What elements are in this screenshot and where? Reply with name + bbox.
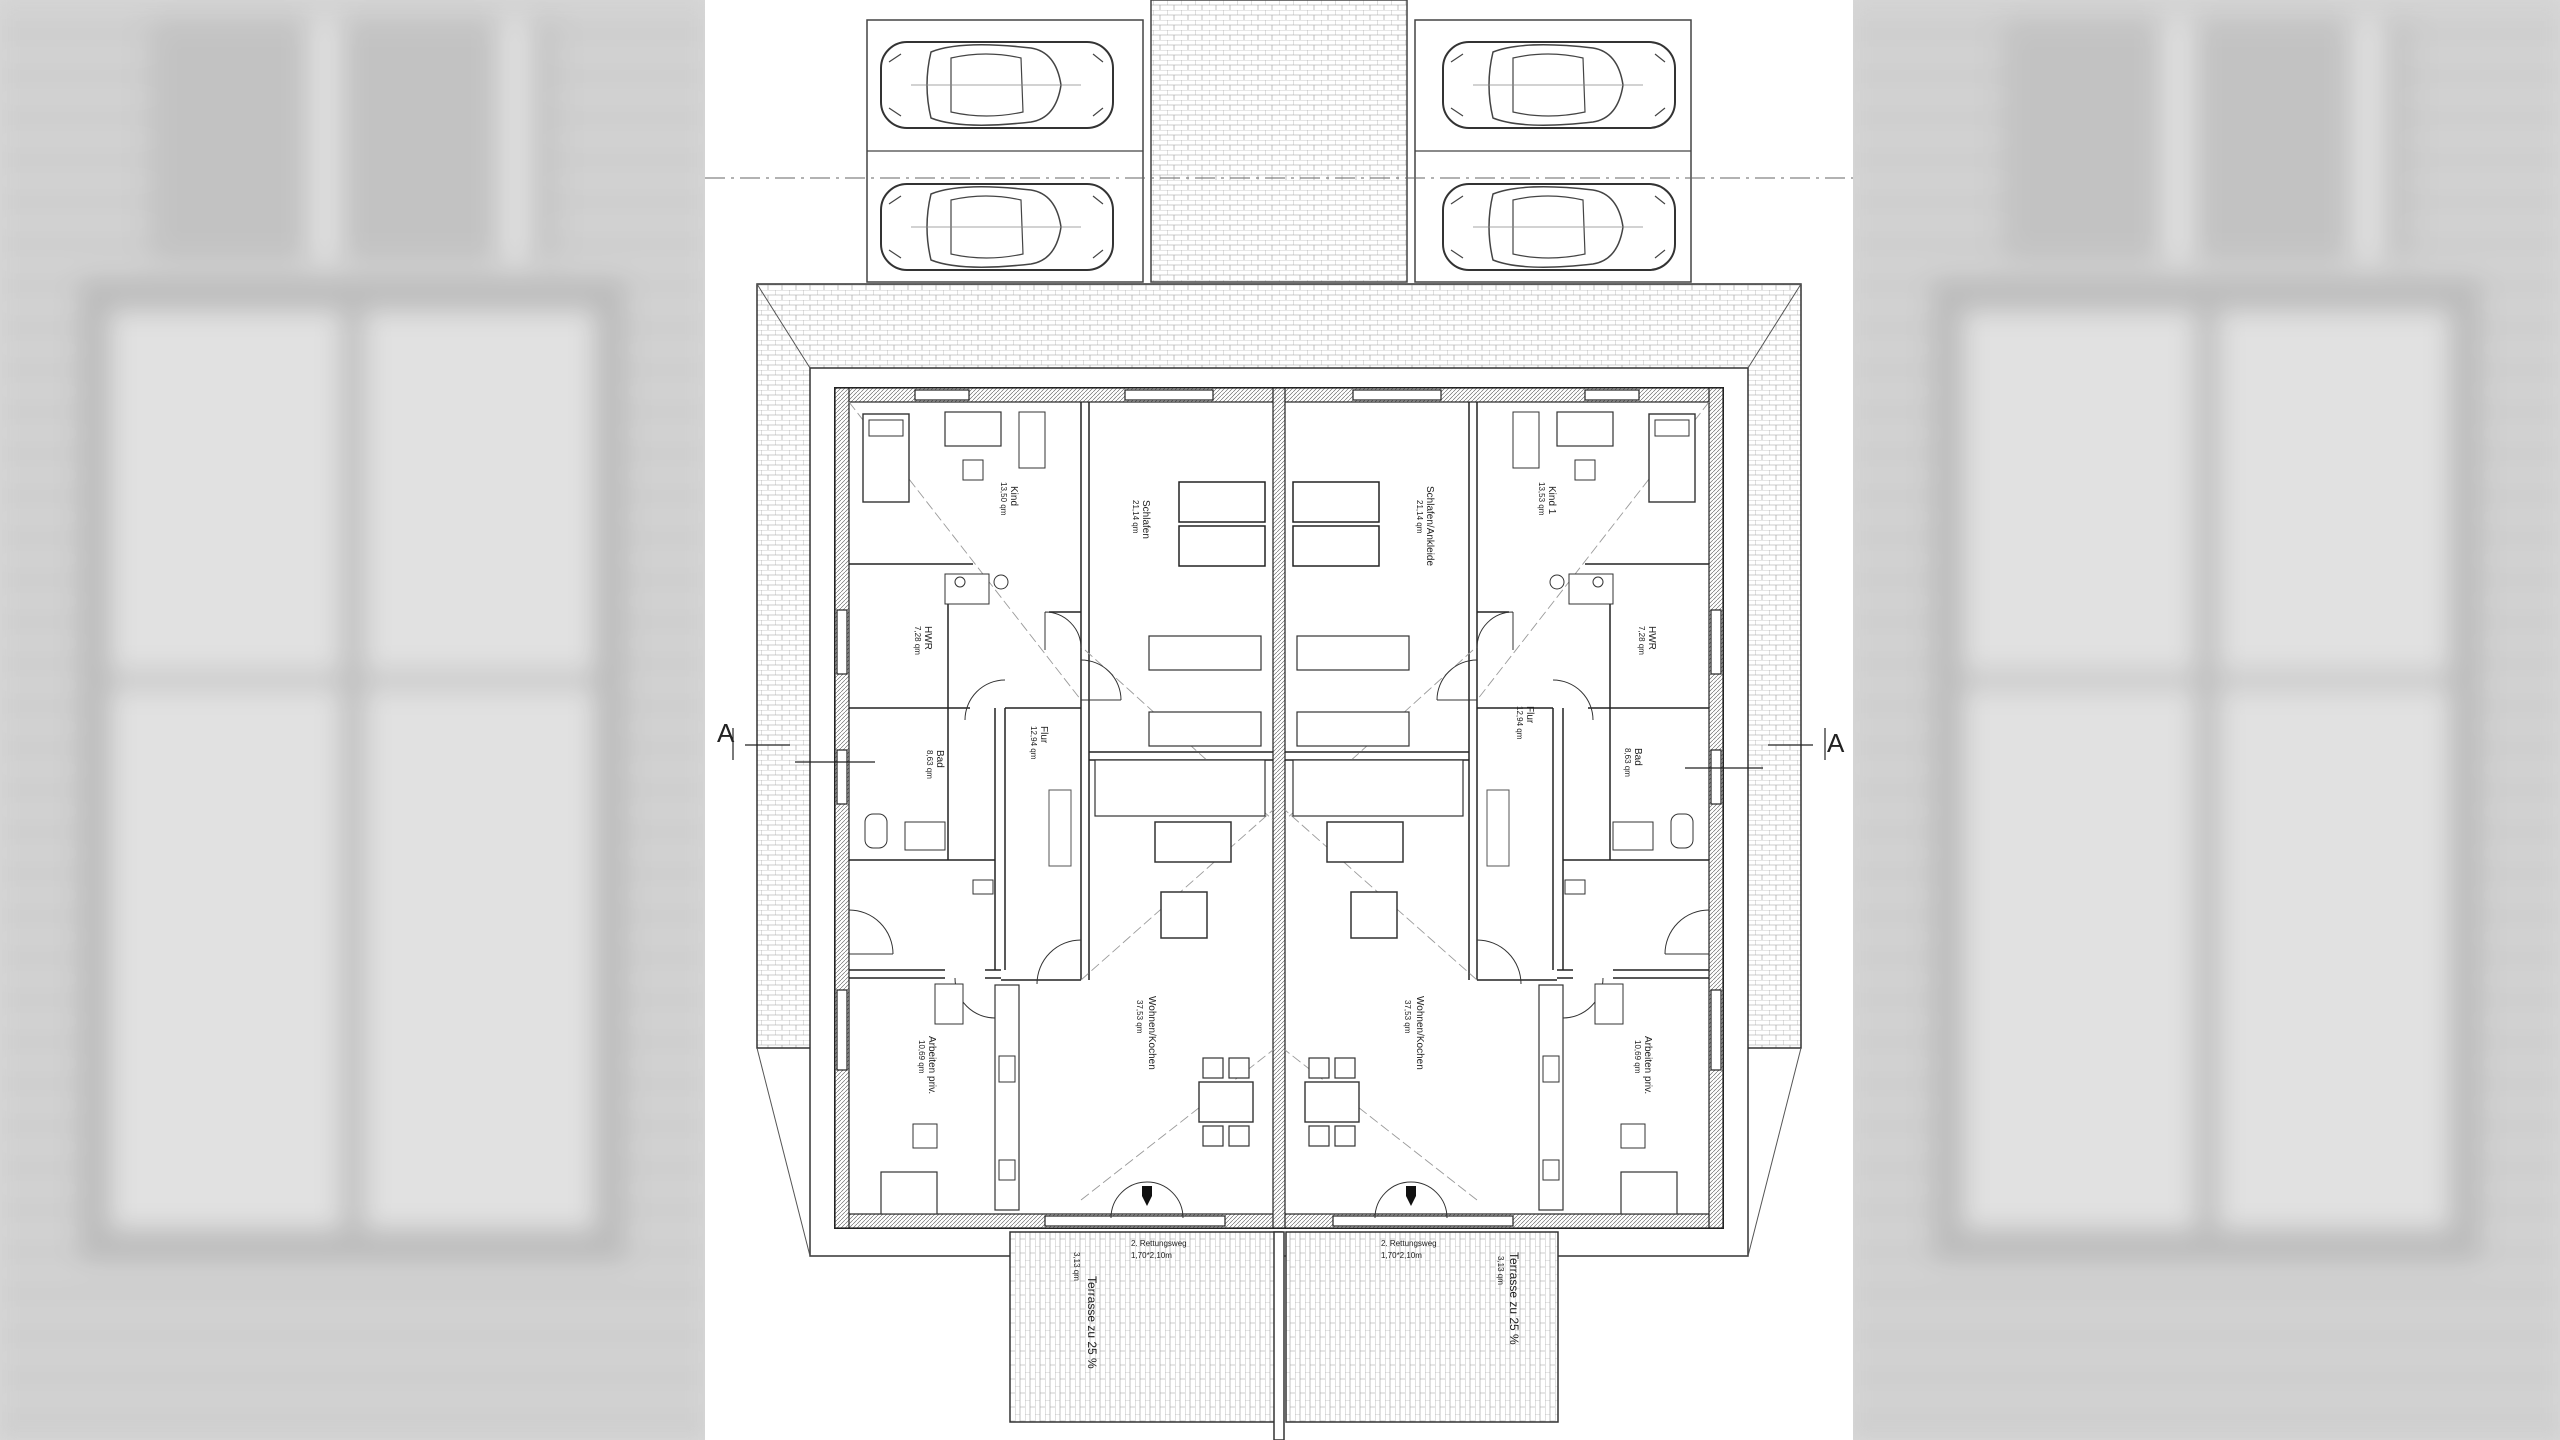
room-area: 7,28 qm [1637, 626, 1646, 655]
terrace-area: 3,13 qm [1072, 1252, 1081, 1281]
furniture-left [862, 411, 1266, 1215]
room-area: 13,50 qm [999, 482, 1008, 516]
table-icon [1154, 821, 1232, 863]
terrace-label: Terrasse zu 25 % [1507, 1252, 1521, 1345]
blurred-background-right [1853, 0, 2560, 1440]
bed-icon [1648, 413, 1696, 503]
floor-plan: A A Kind 13,50 qm Schlafen 21,14 qm HWR … [705, 0, 1853, 1440]
outer-walls [834, 387, 1724, 1229]
room-area: 7,28 qm [913, 626, 922, 655]
room-area: 21,14 qm [1415, 500, 1424, 534]
room-area: 12,94 qm [1515, 706, 1524, 740]
section-mark-left: A [717, 718, 735, 748]
sink-icon [954, 576, 966, 588]
bed-icon [862, 413, 910, 503]
room-area: 37,53 qm [1403, 1000, 1412, 1034]
room-area: 8,63 qm [1623, 748, 1632, 777]
room-label: HWR [922, 626, 933, 650]
car-icon [880, 41, 1114, 129]
room-area: 12,94 qm [1029, 726, 1038, 760]
terrace-label: Terrasse zu 25 % [1085, 1276, 1099, 1369]
room-label: Schlafen/Ankleide [1424, 486, 1435, 566]
room-label: Flur [1524, 706, 1535, 724]
exit-label: 2. Rettungsweg [1381, 1239, 1437, 1248]
toilet-icon [1549, 574, 1565, 590]
room-label: Wohnen/Kochen [1414, 996, 1425, 1070]
room-label: Bad [1632, 748, 1643, 766]
sink-icon [1592, 576, 1604, 588]
room-area: 13,53 qm [1537, 482, 1546, 516]
furniture-right [1292, 411, 1696, 1215]
toilet-icon [993, 574, 1009, 590]
room-area: 8,63 qm [925, 750, 934, 779]
exit-size: 1,70*2,10m [1131, 1251, 1172, 1260]
exit-label: 2. Rettungsweg [1131, 1239, 1187, 1248]
sofa-icon [1094, 759, 1266, 817]
blurred-background-left [0, 0, 705, 1440]
room-labels-right: Kind 1 13,53 qm Schlafen/Ankleide 21,14 … [1403, 482, 1657, 1094]
car-icon [1442, 41, 1676, 129]
terrace-labels: Terrasse zu 25 % 3,13 qm 2. Rettungsweg … [1072, 1239, 1521, 1369]
room-area: 10,69 qm [1633, 1040, 1642, 1074]
sofa-icon [1292, 759, 1464, 817]
door-arrow-icon [1142, 1196, 1152, 1206]
parking-area [705, 0, 1853, 283]
terrace-area: 3,13 qm [1496, 1256, 1505, 1285]
room-label: Arbeiten priv. [1642, 1036, 1653, 1094]
stove-icon [998, 1055, 1016, 1083]
room-area: 21,14 qm [1131, 500, 1140, 534]
table-icon [1326, 821, 1404, 863]
door-arrow-icon [1406, 1196, 1416, 1206]
room-label: Schlafen [1140, 500, 1151, 539]
exit-size: 1,70*2,10m [1381, 1251, 1422, 1260]
section-mark-right: A [1827, 728, 1845, 758]
floor-plan-drawing: A A Kind 13,50 qm Schlafen 21,14 qm HWR … [705, 0, 1853, 1440]
room-label: Kind [1008, 486, 1019, 506]
room-label: Flur [1038, 726, 1049, 744]
room-label: Arbeiten priv. [926, 1036, 937, 1094]
room-area: 10,69 qm [917, 1040, 926, 1074]
terraces [1009, 1231, 1559, 1440]
room-label: HWR [1646, 626, 1657, 650]
room-label: Bad [934, 750, 945, 768]
room-labels-left: Kind 13,50 qm Schlafen 21,14 qm HWR 7,28… [913, 482, 1157, 1094]
room-area: 37,53 qm [1135, 1000, 1144, 1034]
car-icon [880, 183, 1114, 271]
room-label: Wohnen/Kochen [1146, 996, 1157, 1070]
section-markers: A A [717, 718, 1845, 769]
stove-icon [1542, 1055, 1560, 1083]
room-label: Kind 1 [1546, 486, 1557, 515]
car-icon [1442, 183, 1676, 271]
